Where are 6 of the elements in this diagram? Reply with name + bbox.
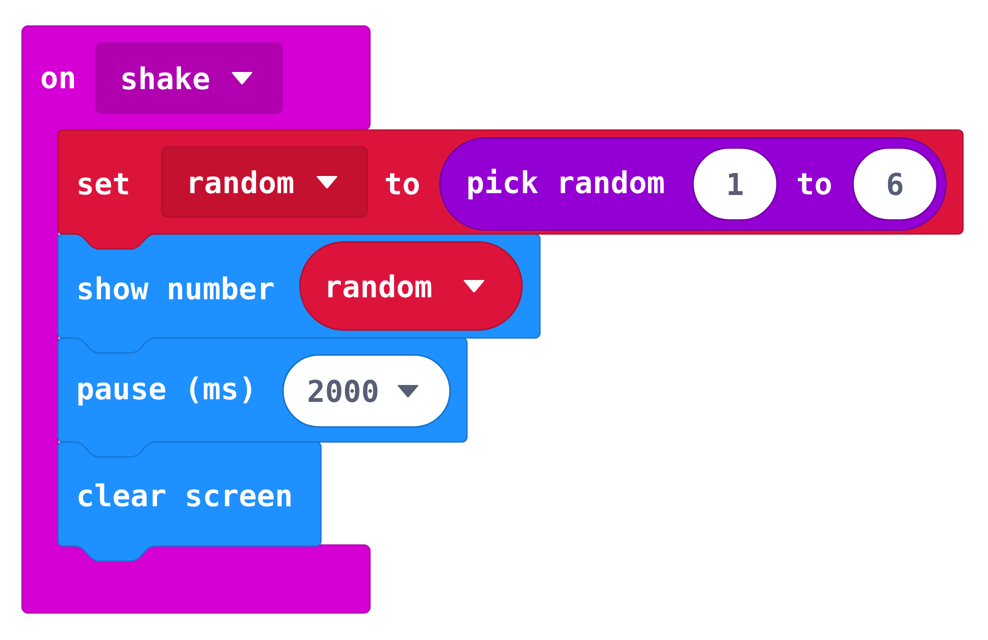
number-field: 6: [852, 147, 938, 221]
dropdown-field: random: [299, 241, 523, 331]
dropdown-field: 2000: [282, 354, 451, 428]
dropdown-field: shake: [95, 42, 283, 114]
dropdown-field: random: [161, 146, 368, 218]
number-field: 1: [692, 147, 778, 221]
